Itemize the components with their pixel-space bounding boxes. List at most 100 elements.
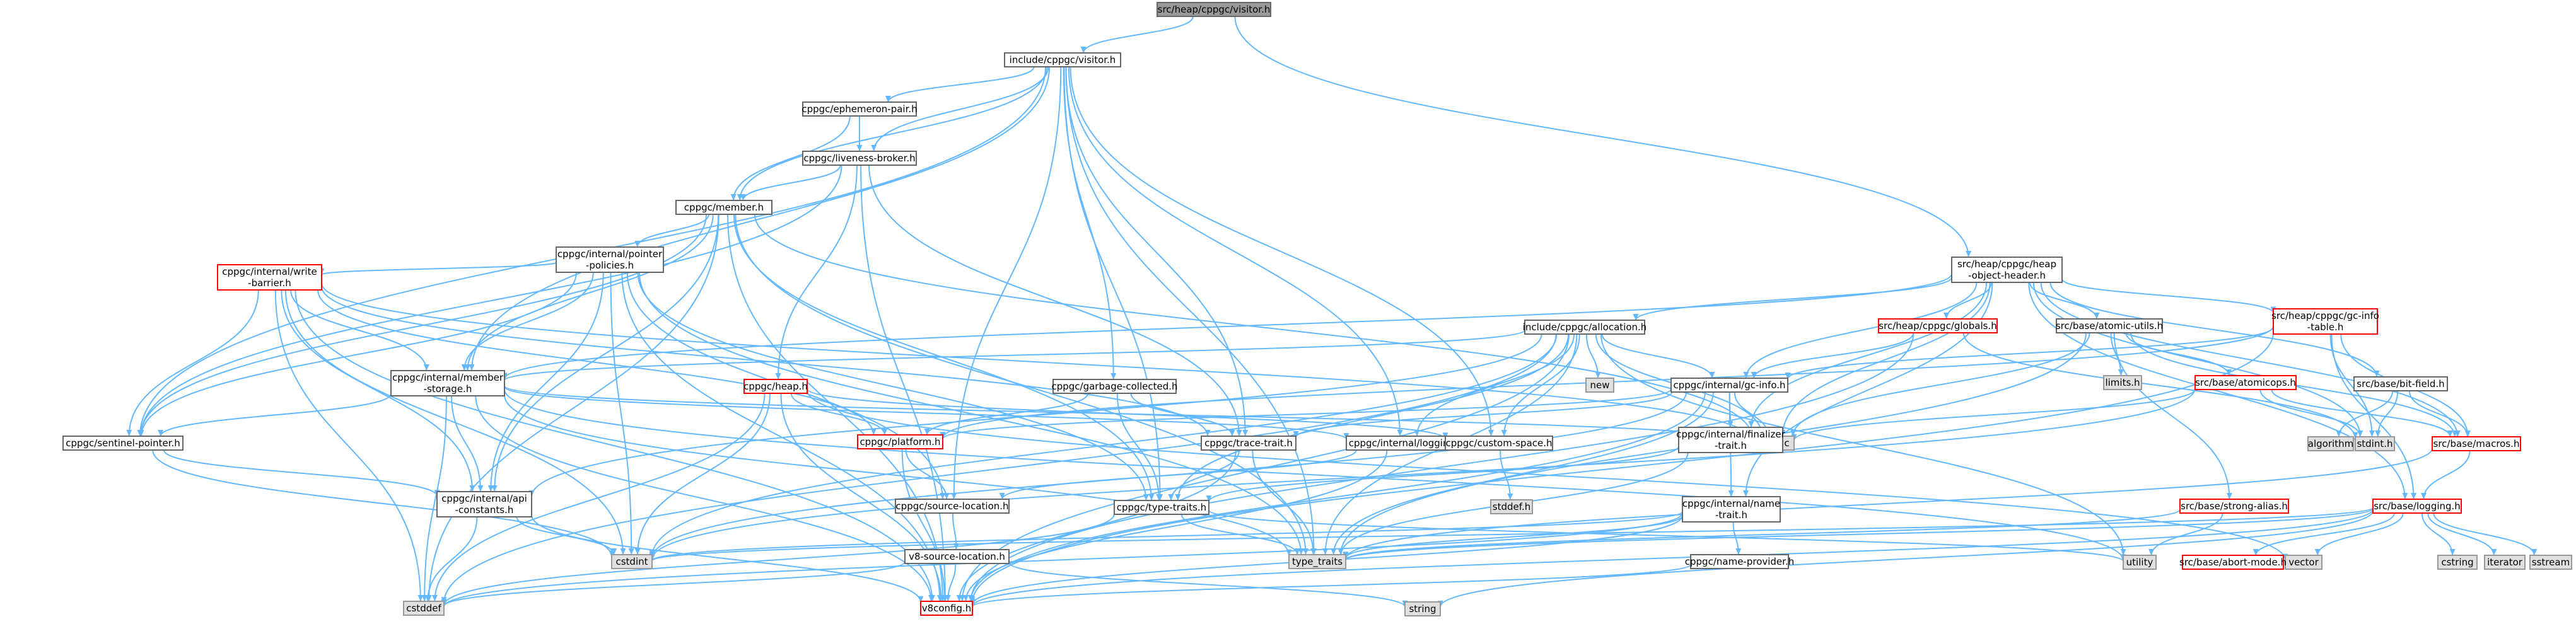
node-algorithm[interactable]: algorithm [2307,436,2354,451]
edge-arrowhead [1507,494,1513,500]
node-atomicutils[interactable]: src/base/atomic-utils.h [2056,318,2163,333]
node-sourceloc[interactable]: cppgc/source-location.h [895,499,1010,514]
dependency-edge-heapobj-to-allocation [1635,277,1952,321]
node-typetraits_std[interactable]: type_traits [1288,554,1346,569]
node-box [2194,375,2297,390]
dependency-edge-pointerpol-to-cstdint [610,272,632,555]
dependency-edge-writebarrier-to-v8config [294,289,933,602]
node-box [1201,436,1297,451]
edge-arrowhead [2357,430,2363,437]
node-v8config[interactable]: v8config.h [920,601,973,616]
node-box [904,549,1010,564]
dependency-edge-nameprov-to-v8config [972,563,1691,608]
dependency-edge-heapobj-to-memberstorage [504,274,1952,379]
node-label: cppgc/custom-space.h [1445,437,1552,449]
node-globals[interactable]: src/heap/cppgc/globals.h [1878,318,1998,333]
node-vector[interactable]: vector [2285,555,2322,570]
node-v8srcloc[interactable]: v8-source-location.h [904,549,1010,564]
edge-arrowhead [2336,430,2342,437]
dependency-edge-typetraits-to-cstddef [443,514,1115,606]
edge-arrowhead [628,548,634,555]
node-apiconst[interactable]: cppgc/internal/api-constants.h [436,491,532,517]
node-stdint[interactable]: stdint.h [2355,436,2395,451]
edge-arrowhead [1397,430,1403,436]
node-baselog[interactable]: src/base/logging.h [2372,499,2462,514]
node-tracetrait[interactable]: cppgc/trace-trait.h [1201,436,1297,451]
node-label: sstream [2532,557,2570,568]
node-label: cppgc/heap.h [743,381,808,392]
dependency-edge-liveness-to-heap [778,165,858,380]
edge-arrowhead [620,548,626,555]
node-visitor[interactable]: include/cppgc/visitor.h [1004,52,1121,67]
edge-arrowhead [2491,549,2497,555]
dependency-edge-garbage-to-platform [926,393,1088,436]
node-heapobj[interactable]: src/heap/cppgc/heap-object-header.h [1951,257,2063,283]
dependency-edge-atomicops-to-stdint [2259,389,2361,437]
node-heap[interactable]: cppgc/heap.h [743,379,808,394]
node-utility[interactable]: utility [2123,555,2157,570]
node-label: cppgc/internal/logging.h [1349,437,1464,449]
node-label: src/base/strong-alias.h [2181,500,2288,512]
node-sstream[interactable]: sstream [2529,555,2572,570]
node-iterator[interactable]: iterator [2484,555,2526,570]
node-cstdint[interactable]: cstdint [611,554,653,569]
dependency-edge-gcinfo-to-tracetrait [1295,391,1673,438]
dependency-edge-globals-to-v8config [970,332,1915,602]
node-gcinfo[interactable]: cppgc/internal/gc-info.h [1670,378,1788,393]
node-limits[interactable]: limits.h [2103,375,2142,390]
node-stddef[interactable]: stddef.h [1490,499,1533,514]
node-nameprov[interactable]: cppgc/name-provider.h [1685,554,1794,569]
node-platform[interactable]: cppgc/platform.h [857,434,943,449]
dependency-edge-gcinfotable-to-baselog [2331,333,2415,500]
node-box [743,379,808,394]
node-writebarrier[interactable]: cppgc/internal/write-barrier.h [217,264,322,291]
dependency-edge-visitor-to-ephemeron [887,66,1035,103]
node-memberstorage[interactable]: cppgc/internal/member-storage.h [390,370,505,396]
edge-arrowhead [2375,430,2381,437]
node-member[interactable]: cppgc/member.h [675,200,772,215]
node-cstring[interactable]: cstring [2437,555,2478,570]
edge-arrowhead [1110,373,1117,379]
node-label: src/heap/cppgc/globals.h [1879,320,1996,332]
dependency-edge-bitfield-to-macros [2408,390,2469,437]
node-label: cppgc/ephemeron-pair.h [801,103,917,115]
edge-arrowhead [1751,372,1757,378]
node-ephemeron[interactable]: cppgc/ephemeron-pair.h [801,101,918,117]
node-label: -barrier.h [248,277,291,289]
node-customspace[interactable]: cppgc/custom-space.h [1445,436,1553,451]
node-new[interactable]: new [1585,378,1614,393]
node-stralias[interactable]: src/base/strong-alias.h [2179,499,2289,514]
node-label: -trait.h [1715,509,1747,521]
dependency-edge-customspace-to-stddef [1500,449,1511,500]
dependency-edge-gcinfo-to-cstdint [651,391,1687,558]
node-string[interactable]: string [1404,601,1441,616]
node-typetraits[interactable]: cppgc/type-traits.h [1114,500,1209,515]
node-atomicops[interactable]: src/base/atomicops.h [2194,375,2297,390]
node-garbage[interactable]: cppgc/garbage-collected.h [1051,379,1178,394]
node-sentinel[interactable]: cppgc/sentinel-pointer.h [62,436,184,451]
edge-arrowhead [2420,493,2427,499]
node-bitfield[interactable]: src/base/bit-field.h [2353,376,2448,391]
node-cstddef[interactable]: cstddef [403,601,445,616]
node-liveness[interactable]: cppgc/liveness-broker.h [802,151,917,166]
node-nametrait[interactable]: cppgc/internal/name-trait.h [1682,496,1781,523]
node-gcinfotable[interactable]: src/heap/cppgc/gc-info-table.h [2271,308,2379,335]
node-label: cstddef [406,603,441,614]
node-finalizer[interactable]: cppgc/internal/finalizer-trait.h [1676,427,1786,453]
node-logging[interactable]: cppgc/internal/logging.h [1346,436,1467,451]
node-box [2353,376,2448,391]
node-allocation[interactable]: include/cppgc/allocation.h [1523,320,1647,335]
node-abortmode[interactable]: src/base/abort-mode.h [2179,555,2287,570]
edge-arrowhead [2352,432,2358,439]
dependency-edge-bitfield-to-stdint [2377,390,2399,437]
dependency-edge-heapobj-to-stdint [2032,282,2361,437]
node-label: v8config.h [922,603,972,614]
node-label: cppgc/internal/gc-info.h [1673,379,1785,391]
edge-arrowhead [924,429,930,435]
node-label: cppgc/garbage-collected.h [1051,381,1177,392]
dependency-edge-liveness-to-v8config [860,165,946,602]
node-pointerpol[interactable]: cppgc/internal/pointer-policies.h [556,246,664,273]
edge-arrowhead [461,364,467,371]
node-box [1878,318,1998,333]
node-macros[interactable]: src/base/macros.h [2432,436,2521,451]
